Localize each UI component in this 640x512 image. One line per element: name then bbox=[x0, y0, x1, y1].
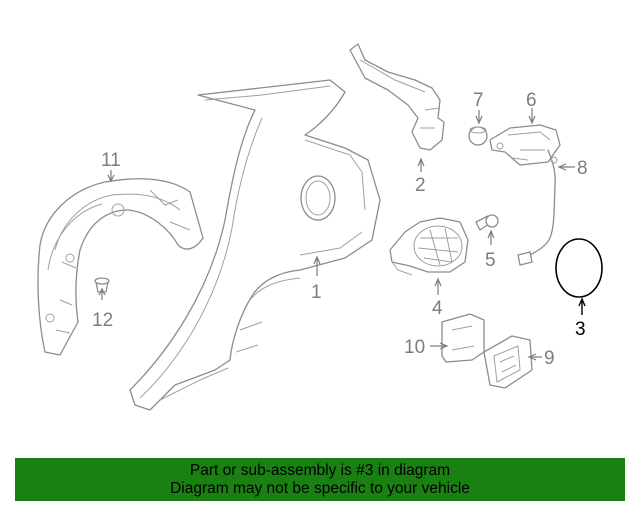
part-2-bracket[interactable] bbox=[349, 43, 445, 151]
footer-line-2: Diagram may not be specific to your vehi… bbox=[170, 480, 470, 497]
callout-numbers: 11 12 1 2 7 6 8 5 4 10 9 3 bbox=[92, 90, 588, 369]
callout-10: 10 bbox=[404, 337, 425, 358]
callout-5: 5 bbox=[485, 250, 496, 271]
part-7-grommet[interactable] bbox=[468, 126, 488, 146]
callout-2: 2 bbox=[415, 175, 426, 196]
part-9-socket[interactable] bbox=[483, 335, 533, 389]
callout-7: 7 bbox=[473, 90, 484, 111]
part-5-bolt[interactable] bbox=[475, 214, 499, 231]
part-6-actuator[interactable] bbox=[489, 124, 561, 166]
part-4-fuel-door-housing[interactable] bbox=[389, 217, 469, 276]
footer-banner: Part or sub-assembly is #3 in diagram Di… bbox=[15, 458, 625, 501]
part-11-wheelhouse-liner[interactable] bbox=[37, 178, 204, 356]
callout-11: 11 bbox=[101, 150, 121, 171]
callout-12: 12 bbox=[92, 310, 113, 331]
part-10-bracket-clip[interactable] bbox=[441, 313, 485, 363]
part-1-quarter-panel[interactable] bbox=[129, 79, 381, 411]
callout-4: 4 bbox=[432, 298, 443, 319]
part-12-clip[interactable] bbox=[94, 277, 110, 293]
callout-8: 8 bbox=[577, 158, 588, 179]
callout-9: 9 bbox=[544, 348, 555, 369]
parts-diagram: 11 12 1 2 7 6 8 5 4 10 9 3 bbox=[37, 43, 603, 411]
footer-line-1: Part or sub-assembly is #3 in diagram bbox=[189, 462, 451, 479]
part-3-ring-seal[interactable] bbox=[555, 238, 603, 298]
part-8-release-cable[interactable] bbox=[517, 149, 558, 266]
callout-3: 3 bbox=[575, 319, 586, 340]
callout-1: 1 bbox=[311, 282, 322, 303]
callout-6: 6 bbox=[526, 90, 537, 111]
callout-arrows bbox=[98, 108, 586, 361]
